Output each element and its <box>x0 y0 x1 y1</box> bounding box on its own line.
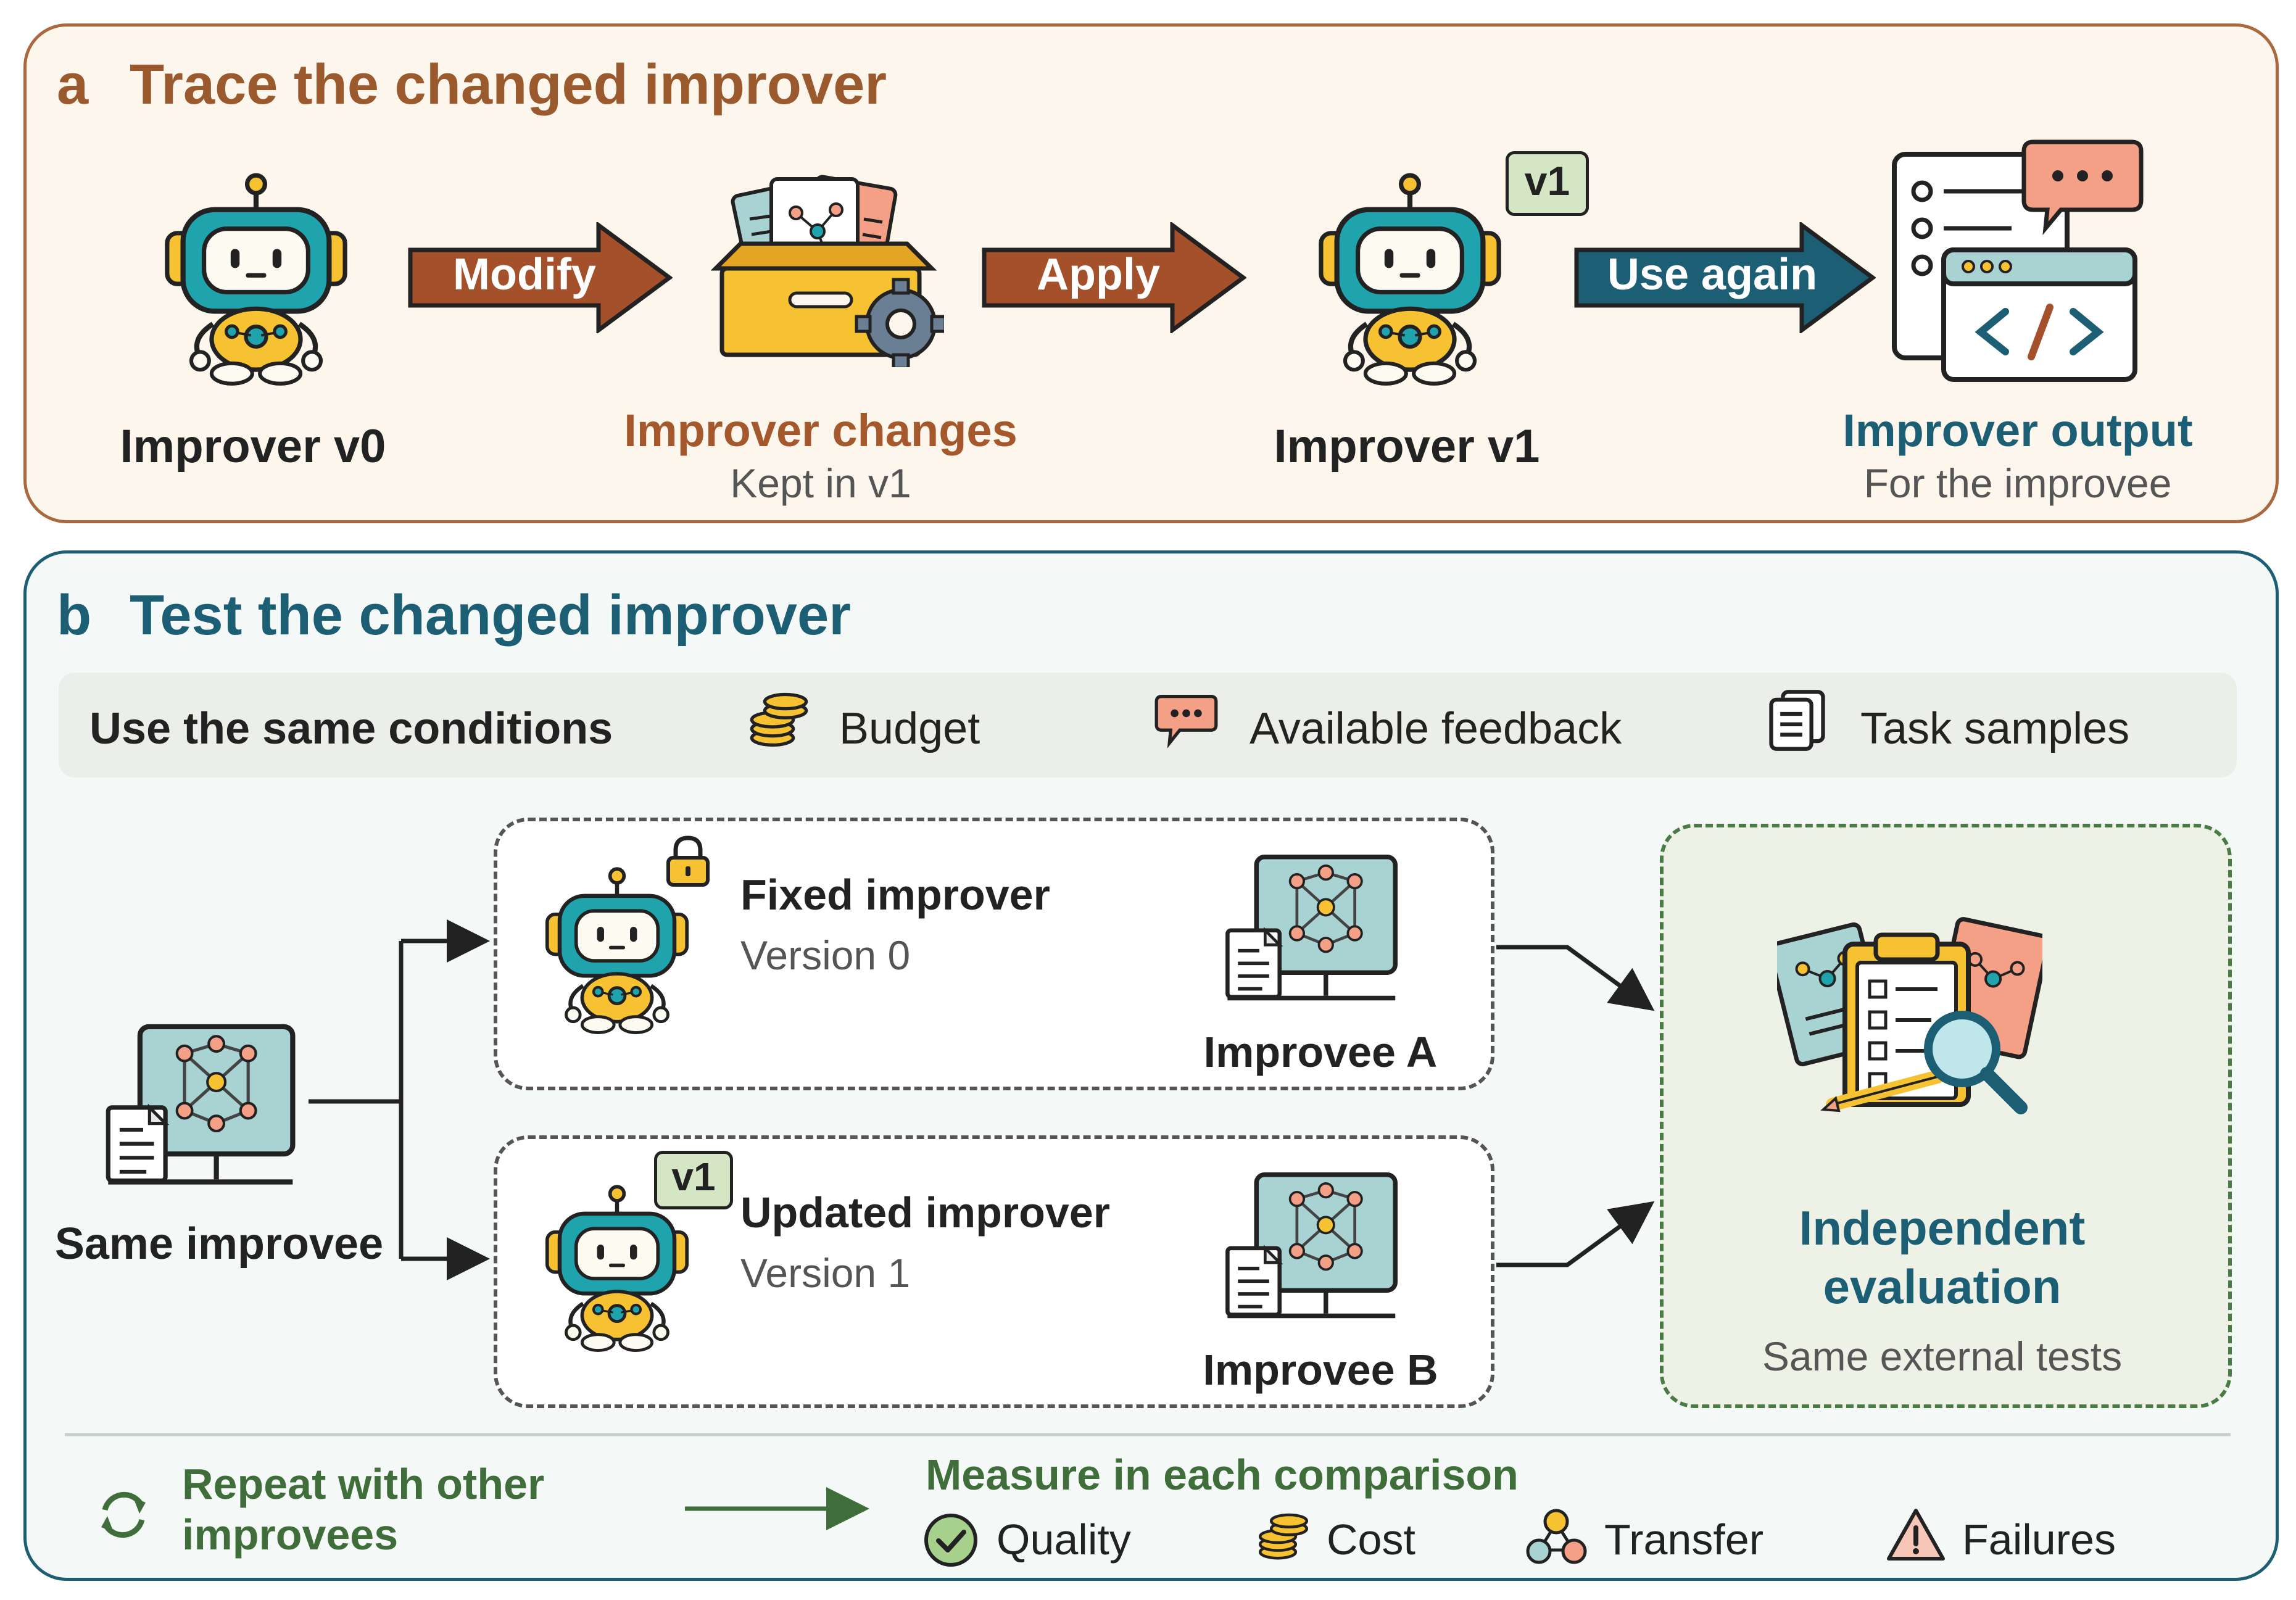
updated-v1-badge-text: v1 <box>671 1154 716 1199</box>
modify-arrow <box>408 222 673 333</box>
apply-label: Apply <box>1036 250 1160 299</box>
improver-v1-robot-icon <box>1308 173 1512 389</box>
same-improvee-label: Same improvee <box>54 1219 384 1269</box>
feedback-chat-icon <box>1154 691 1219 750</box>
v1-badge <box>1506 151 1589 216</box>
task-samples-docs-icon <box>1765 688 1830 753</box>
fixed-improver-title: Fixed improver <box>740 871 1050 919</box>
evaluation-box <box>1660 824 2232 1408</box>
fixed-improver-version: Version 0 <box>740 932 911 978</box>
output-subtitle: For the improvee <box>1863 460 2172 506</box>
improver-v0-label: Improver v0 <box>120 420 386 473</box>
evaluation-title-line-2: evaluation <box>1823 1259 2062 1314</box>
quality-check-icon <box>924 1514 977 1567</box>
conditions-band <box>59 673 2237 777</box>
updated-improver-title: Updated improver <box>740 1188 1110 1237</box>
changes-box-icon <box>710 175 944 367</box>
changes-subtitle: Kept in v1 <box>730 460 911 506</box>
panel-a-title: Trace the changed improver <box>130 53 887 116</box>
improvee-a-label: Improvee A <box>1203 1028 1438 1076</box>
use-again-label: Use again <box>1607 250 1818 299</box>
fixed-improver-robot-icon <box>537 867 697 1037</box>
updated-improver-robot-icon <box>537 1185 697 1354</box>
feedback-label: Available feedback <box>1250 704 1622 753</box>
cost-label: Cost <box>1327 1515 1415 1564</box>
failures-warning-icon <box>1887 1509 1945 1561</box>
modify-label: Modify <box>453 250 596 299</box>
repeat-label-line-1: Repeat with other <box>182 1460 545 1508</box>
output-code-window-icon <box>1892 139 2144 382</box>
updated-v1-badge <box>654 1151 733 1209</box>
updated-improver-version: Version 1 <box>740 1250 911 1296</box>
improvee-b-monitor-icon <box>1222 1169 1407 1333</box>
task-samples-label: Task samples <box>1860 704 2130 753</box>
improver-v1-label: Improver v1 <box>1274 420 1540 473</box>
cost-coins-icon <box>1256 1512 1311 1562</box>
apply-arrow <box>982 222 1246 333</box>
repeat-cycle-icon <box>101 1491 146 1538</box>
failures-label: Failures <box>1962 1515 2116 1564</box>
budget-coins-icon <box>747 691 811 750</box>
transfer-nodes-icon <box>1526 1509 1587 1564</box>
transfer-label: Transfer <box>1604 1515 1764 1564</box>
changes-title: Improver changes <box>624 405 1017 456</box>
measure-title: Measure in each comparison <box>926 1451 1519 1499</box>
panel-b-title: Test the changed improver <box>130 584 852 647</box>
improver-v0-robot-icon <box>154 173 358 389</box>
lock-icon <box>663 833 713 889</box>
improvee-b-label: Improvee B <box>1203 1346 1438 1394</box>
repeat-label-line-2: improvees <box>182 1511 399 1559</box>
quality-label: Quality <box>997 1515 1131 1564</box>
conditions-label: Use the same conditions <box>89 704 613 753</box>
use-again-arrow <box>1574 222 1876 333</box>
evaluation-clipboard-icon <box>1777 917 2042 1114</box>
v1-badge-text: v1 <box>1524 158 1570 204</box>
evaluation-subtitle: Same external tests <box>1762 1333 2123 1379</box>
output-title: Improver output <box>1842 405 2193 456</box>
budget-label: Budget <box>839 704 980 753</box>
panel-b-letter: b <box>57 584 92 647</box>
panel-a-letter: a <box>57 53 89 116</box>
improvee-a-monitor-icon <box>1222 852 1407 1015</box>
same-improvee-monitor-icon <box>102 1021 305 1200</box>
evaluation-title-line-1: Independent <box>1799 1201 2086 1255</box>
